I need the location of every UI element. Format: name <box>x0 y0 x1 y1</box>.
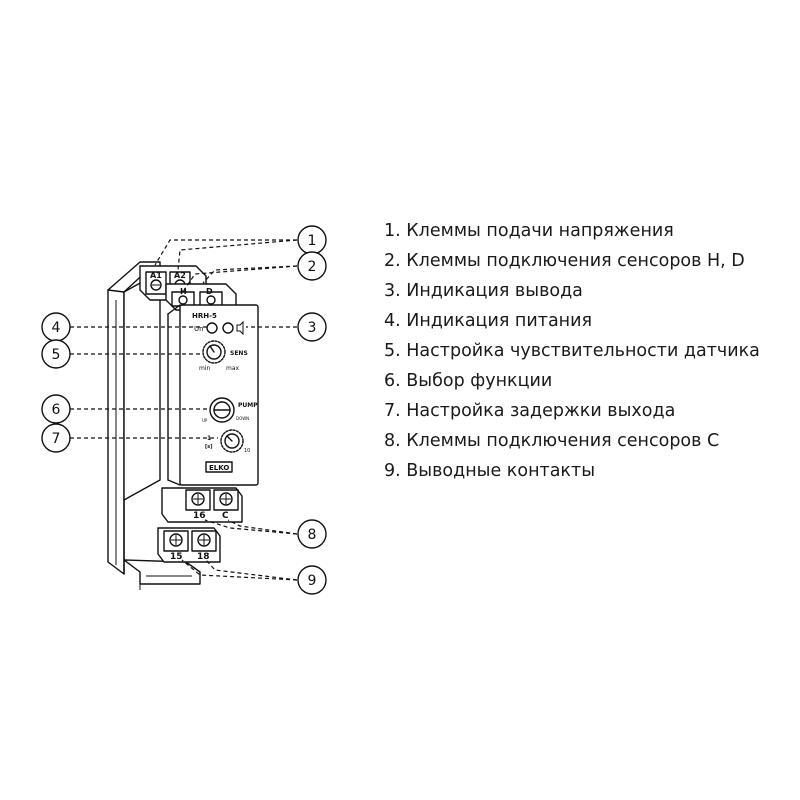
legend-item-2: 2. Клеммы подключения сенсоров H, D <box>384 251 745 271</box>
delay-knob[interactable] <box>220 429 244 453</box>
relay-device: A1 A2 H D HRH-5 Un SENS min max PUMP UP … <box>107 261 259 590</box>
callout-9: 9 <box>297 565 327 595</box>
pump-label: PUMP <box>238 402 258 409</box>
sens-knob[interactable] <box>202 340 226 364</box>
terminal-label-c: C <box>222 511 229 521</box>
svg-text:3: 3 <box>308 320 317 336</box>
svg-text:4: 4 <box>52 320 61 336</box>
terminal-label-a2: A2 <box>174 271 186 280</box>
front-panel <box>179 304 259 486</box>
legend-item-8: 8. Клеммы подключения сенсоров С <box>384 431 720 451</box>
legend-item-3: 3. Индикация вывода <box>384 281 583 301</box>
leader-lines <box>70 239 298 581</box>
legend-item-9: 9. Выводные контакты <box>384 461 596 481</box>
brand-label: ELKO <box>209 464 229 472</box>
legend-item-7: 7. Настройка задержки выхода <box>384 401 676 421</box>
delay-scale-min: 1 <box>207 435 211 442</box>
sens-label: SENS <box>230 350 248 357</box>
callout-1: 1 <box>297 225 327 255</box>
svg-text:2: 2 <box>308 259 317 275</box>
callout-6: 6 <box>41 394 71 424</box>
function-up-label: UP <box>202 418 208 423</box>
svg-text:1: 1 <box>308 233 317 249</box>
callout-4: 4 <box>41 312 71 342</box>
brand-plate <box>205 461 233 473</box>
sens-max-label: max <box>226 365 240 372</box>
din-clip <box>123 559 201 585</box>
svg-text:6: 6 <box>52 402 61 418</box>
terminal-label-18: 18 <box>197 552 210 562</box>
svg-text:7: 7 <box>52 431 61 447</box>
housing-rear <box>123 271 161 501</box>
callout-5: 5 <box>41 339 71 369</box>
function-down-label: DOWN <box>236 416 249 421</box>
delay-scale-max: 10 <box>244 448 250 454</box>
terminal-label-d: D <box>206 287 213 296</box>
output-led <box>222 322 234 334</box>
model-label: HRH-5 <box>192 312 217 320</box>
function-selector[interactable] <box>209 397 235 423</box>
terminal-label-h: H <box>180 287 187 296</box>
legend-list: 1. Клеммы подачи напряжения 2. Клеммы по… <box>384 216 760 486</box>
svg-text:9: 9 <box>308 573 317 589</box>
callout-3: 3 <box>297 312 327 342</box>
legend-item-5: 5. Настройка чувствительности датчика <box>384 341 760 361</box>
svg-text:5: 5 <box>52 347 61 363</box>
power-indicator-label: Un <box>194 325 204 333</box>
legend-item-1: 1. Клеммы подачи напряжения <box>384 221 674 241</box>
callout-2: 2 <box>297 251 327 281</box>
callout-8: 8 <box>297 519 327 549</box>
sens-min-label: min <box>199 365 211 372</box>
svg-text:8: 8 <box>308 527 317 543</box>
callout-7: 7 <box>41 423 71 453</box>
delay-unit-label: [s] <box>205 444 213 450</box>
terminal-label-15: 15 <box>170 552 183 562</box>
power-led <box>206 322 218 334</box>
terminal-label-16: 16 <box>193 511 206 521</box>
legend-item-6: 6. Выбор функции <box>384 371 553 391</box>
legend-item-4: 4. Индикация питания <box>384 311 593 331</box>
terminal-label-a1: A1 <box>150 271 162 280</box>
